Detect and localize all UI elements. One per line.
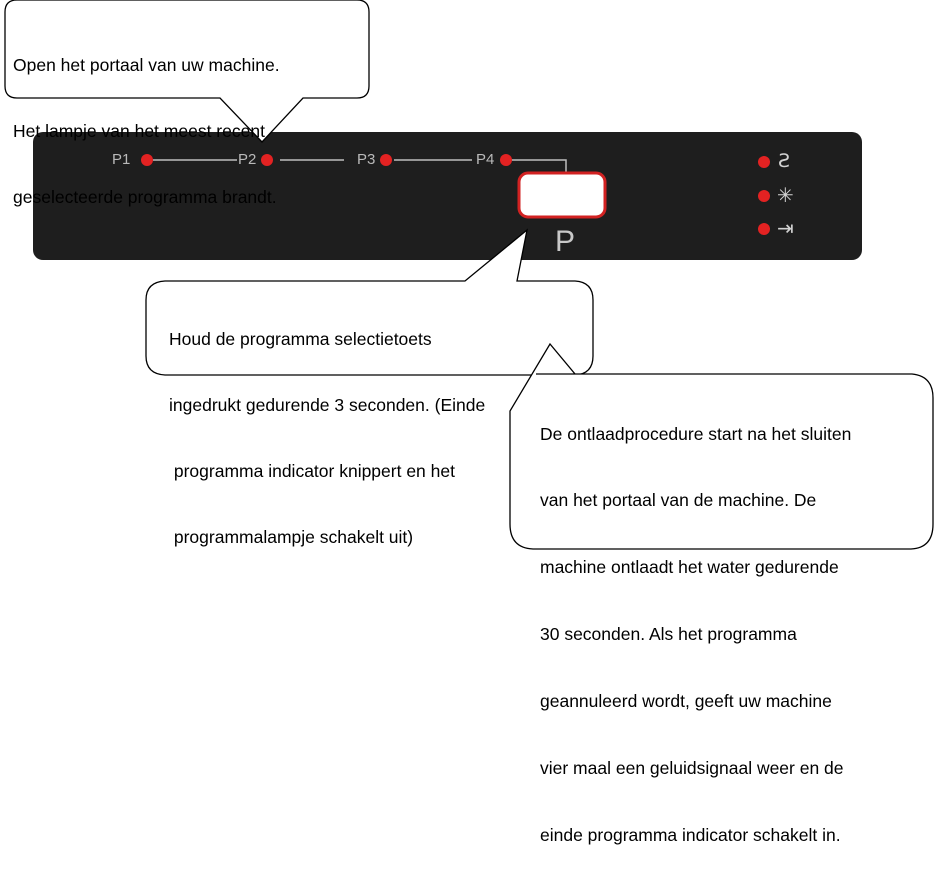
callout-bubble-top	[4, 0, 370, 143]
program-connector-line	[512, 159, 567, 172]
end-of-program-icon: ⇥	[777, 216, 794, 240]
callout-line: ingedrukt gedurende 3 seconden. (Einde	[169, 395, 486, 415]
callout-line: machine ontlaadt het water gedurende	[540, 557, 839, 578]
rinse-aid-icon: ✳	[777, 183, 794, 207]
callout-line: programma indicator knippert en het	[169, 461, 455, 481]
program-led-p3	[380, 154, 392, 166]
program-label-p4: P4	[476, 151, 495, 168]
regeneration-icon: Ƨ	[778, 150, 791, 172]
callout-text-middle: Houd de programma selectietoets ingedruk…	[169, 284, 485, 592]
callout-bubble-bottom	[509, 342, 934, 550]
program-selector-label: P	[555, 225, 576, 258]
program-led-p1	[141, 154, 153, 166]
program-label-p1: P1	[112, 151, 131, 168]
program-led-p4	[500, 154, 512, 166]
indicator-led-rinse-aid	[758, 190, 770, 202]
callout-line: De ontlaadprocedure start na het sluiten	[540, 423, 852, 444]
callout-line: vier maal een geluidsignaal weer en de	[540, 758, 844, 779]
diagram: P1 P2 P3 P4 P Ƨ ✳ ⇥ Open het portaal van…	[4, 0, 934, 845]
program-led-p2	[261, 154, 273, 166]
program-selector-button[interactable]	[517, 171, 607, 219]
callout-text-top: Open het portaal van uw machine. Het lam…	[13, 10, 280, 252]
callout-line: Houd de programma selectietoets	[169, 329, 432, 349]
program-label-p2: P2	[238, 151, 257, 168]
callout-line: einde programma indicator schakelt in.	[540, 824, 841, 845]
callout-line: programmalampje schakelt uit)	[169, 527, 414, 547]
callout-line: geannuleerd wordt, geeft uw machine	[540, 691, 832, 712]
diagram-canvas	[4, 0, 934, 550]
callout-line: geselecteerde programma brandt.	[13, 187, 277, 207]
program-label-p3: P3	[357, 151, 376, 168]
callout-line: 30 seconden. Als het programma	[540, 624, 797, 645]
callout-line: Het lampje van het meest recent	[13, 121, 265, 141]
indicator-led-regeneration	[758, 156, 770, 168]
callout-line: Open het portaal van uw machine.	[13, 55, 280, 75]
callout-text-bottom: De ontlaadprocedure start na het sluiten…	[540, 378, 851, 891]
callout-line: van het portaal van de machine. De	[540, 490, 817, 511]
control-panel	[33, 132, 862, 260]
indicator-led-end-of-program	[758, 223, 770, 235]
